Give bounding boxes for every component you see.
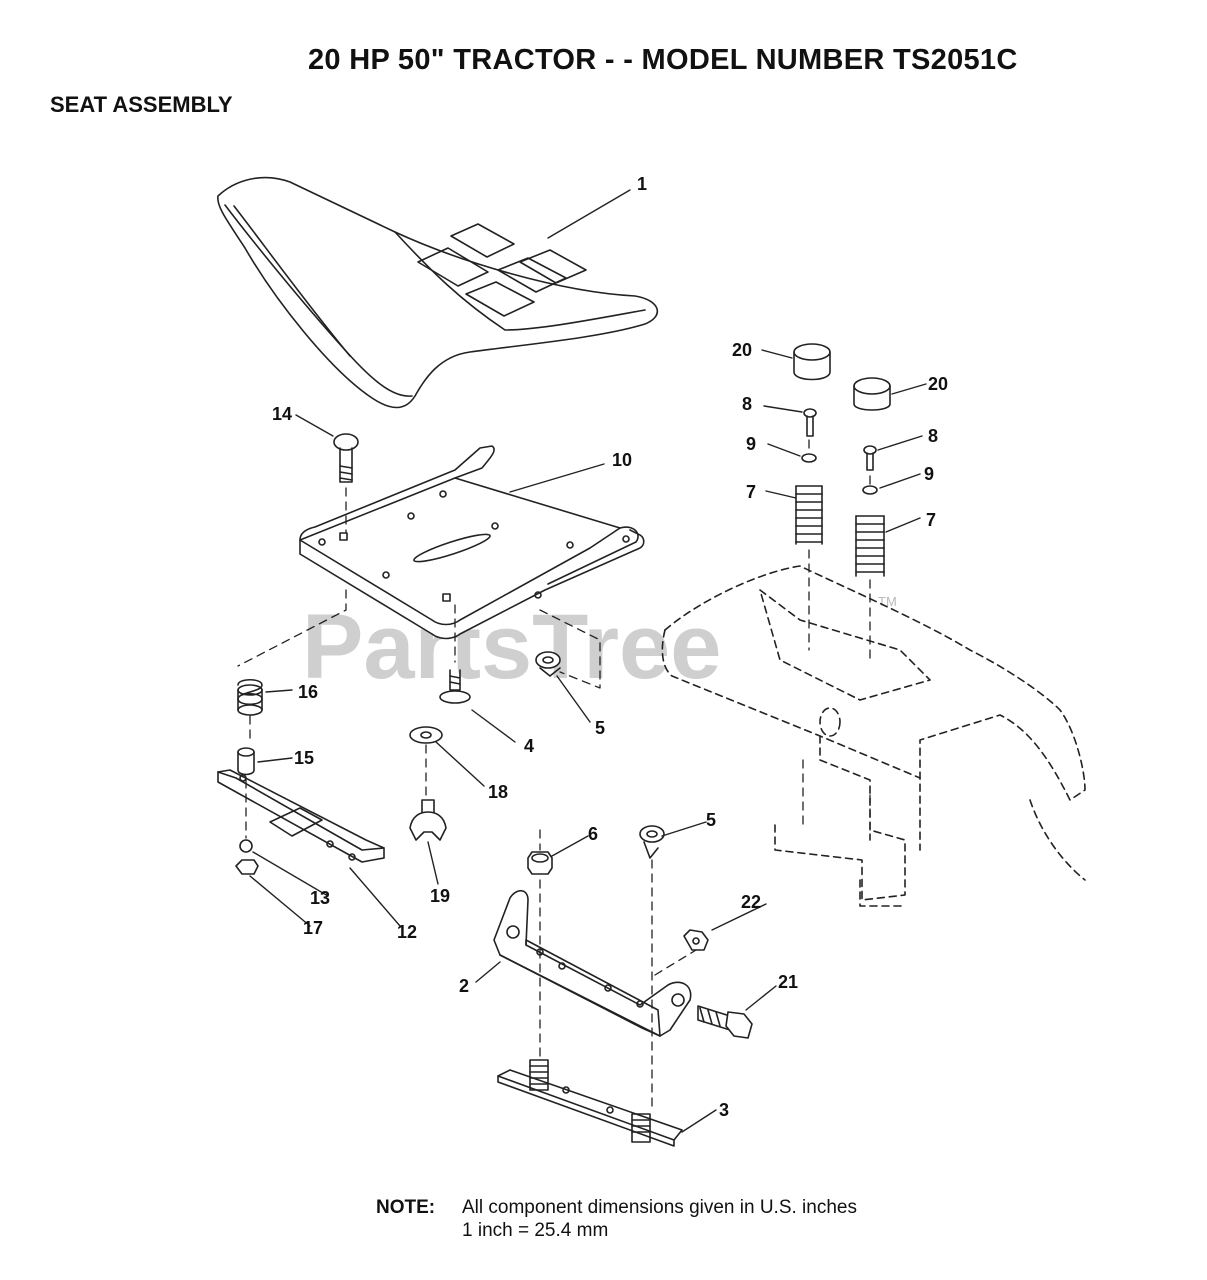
callout-4: 4 <box>524 736 534 756</box>
callout-18: 18 <box>488 782 508 802</box>
callout-7-right: 7 <box>926 510 936 530</box>
part-hex-bolt <box>697 1005 753 1039</box>
callout-19: 19 <box>430 886 450 906</box>
watermark-text: PartsTree <box>302 596 721 698</box>
part-fender <box>661 565 1086 907</box>
assembly-lines <box>237 439 871 1113</box>
part-clip-upper <box>535 651 561 677</box>
callout-9-right: 9 <box>924 464 934 484</box>
callout-8-left: 8 <box>742 394 752 414</box>
part-spring-left <box>795 485 823 545</box>
leader-lines <box>249 189 927 1133</box>
part-washer-right <box>862 485 878 495</box>
callout-20-right: 20 <box>928 374 948 394</box>
part-bolt-right <box>863 445 877 471</box>
part-bumper-left <box>793 343 831 381</box>
part-washer-small <box>239 839 253 853</box>
callout-9-left: 9 <box>746 434 756 454</box>
callout-5-upper: 5 <box>595 718 605 738</box>
callout-12: 12 <box>397 922 417 942</box>
part-locknut <box>683 929 709 951</box>
part-seat <box>217 176 659 409</box>
callout-16: 16 <box>298 682 318 702</box>
callout-21: 21 <box>778 972 798 992</box>
page-title: 20 HP 50" TRACTOR - - MODEL NUMBER TS205… <box>308 44 1018 76</box>
part-carriage-bolt <box>333 433 359 483</box>
callout-10: 10 <box>612 450 632 470</box>
callout-13: 13 <box>310 888 330 908</box>
part-spring-small <box>237 678 263 716</box>
callout-6: 6 <box>588 824 598 844</box>
part-seat-pan <box>299 445 645 640</box>
note-label: NOTE: <box>376 1197 436 1218</box>
part-spacer <box>237 747 255 776</box>
section-title: SEAT ASSEMBLY <box>50 92 233 117</box>
part-spring-right <box>855 515 885 577</box>
callout-2: 2 <box>459 976 469 996</box>
part-clip-lower <box>639 825 665 859</box>
part-seat-bracket <box>493 889 692 1037</box>
part-bumper-right <box>853 377 891 411</box>
dimension-note: NOTE: All component dimensions given in U… <box>376 1196 857 1242</box>
part-knob <box>409 799 447 841</box>
part-bolt-left <box>803 408 817 437</box>
callout-1: 1 <box>637 174 647 194</box>
callout-20-left: 20 <box>732 340 752 360</box>
part-nut-small <box>235 859 259 875</box>
callout-7-left: 7 <box>746 482 756 502</box>
note-line-2: 1 inch = 25.4 mm <box>462 1220 609 1241</box>
callout-22: 22 <box>741 892 761 912</box>
part-washer <box>409 726 443 744</box>
callout-15: 15 <box>294 748 314 768</box>
part-shoulder-bolt <box>439 669 471 704</box>
callout-3: 3 <box>719 1100 729 1120</box>
callout-17: 17 <box>303 918 323 938</box>
part-washer-left <box>801 453 817 463</box>
part-mounting-plate <box>497 1059 683 1147</box>
part-bracket-plate <box>217 769 385 863</box>
part-nut <box>527 851 553 875</box>
note-line-1: All component dimensions given in U.S. i… <box>462 1197 857 1218</box>
callout-8-right: 8 <box>928 426 938 446</box>
callout-14: 14 <box>272 404 292 424</box>
callout-5-lower: 5 <box>706 810 716 830</box>
